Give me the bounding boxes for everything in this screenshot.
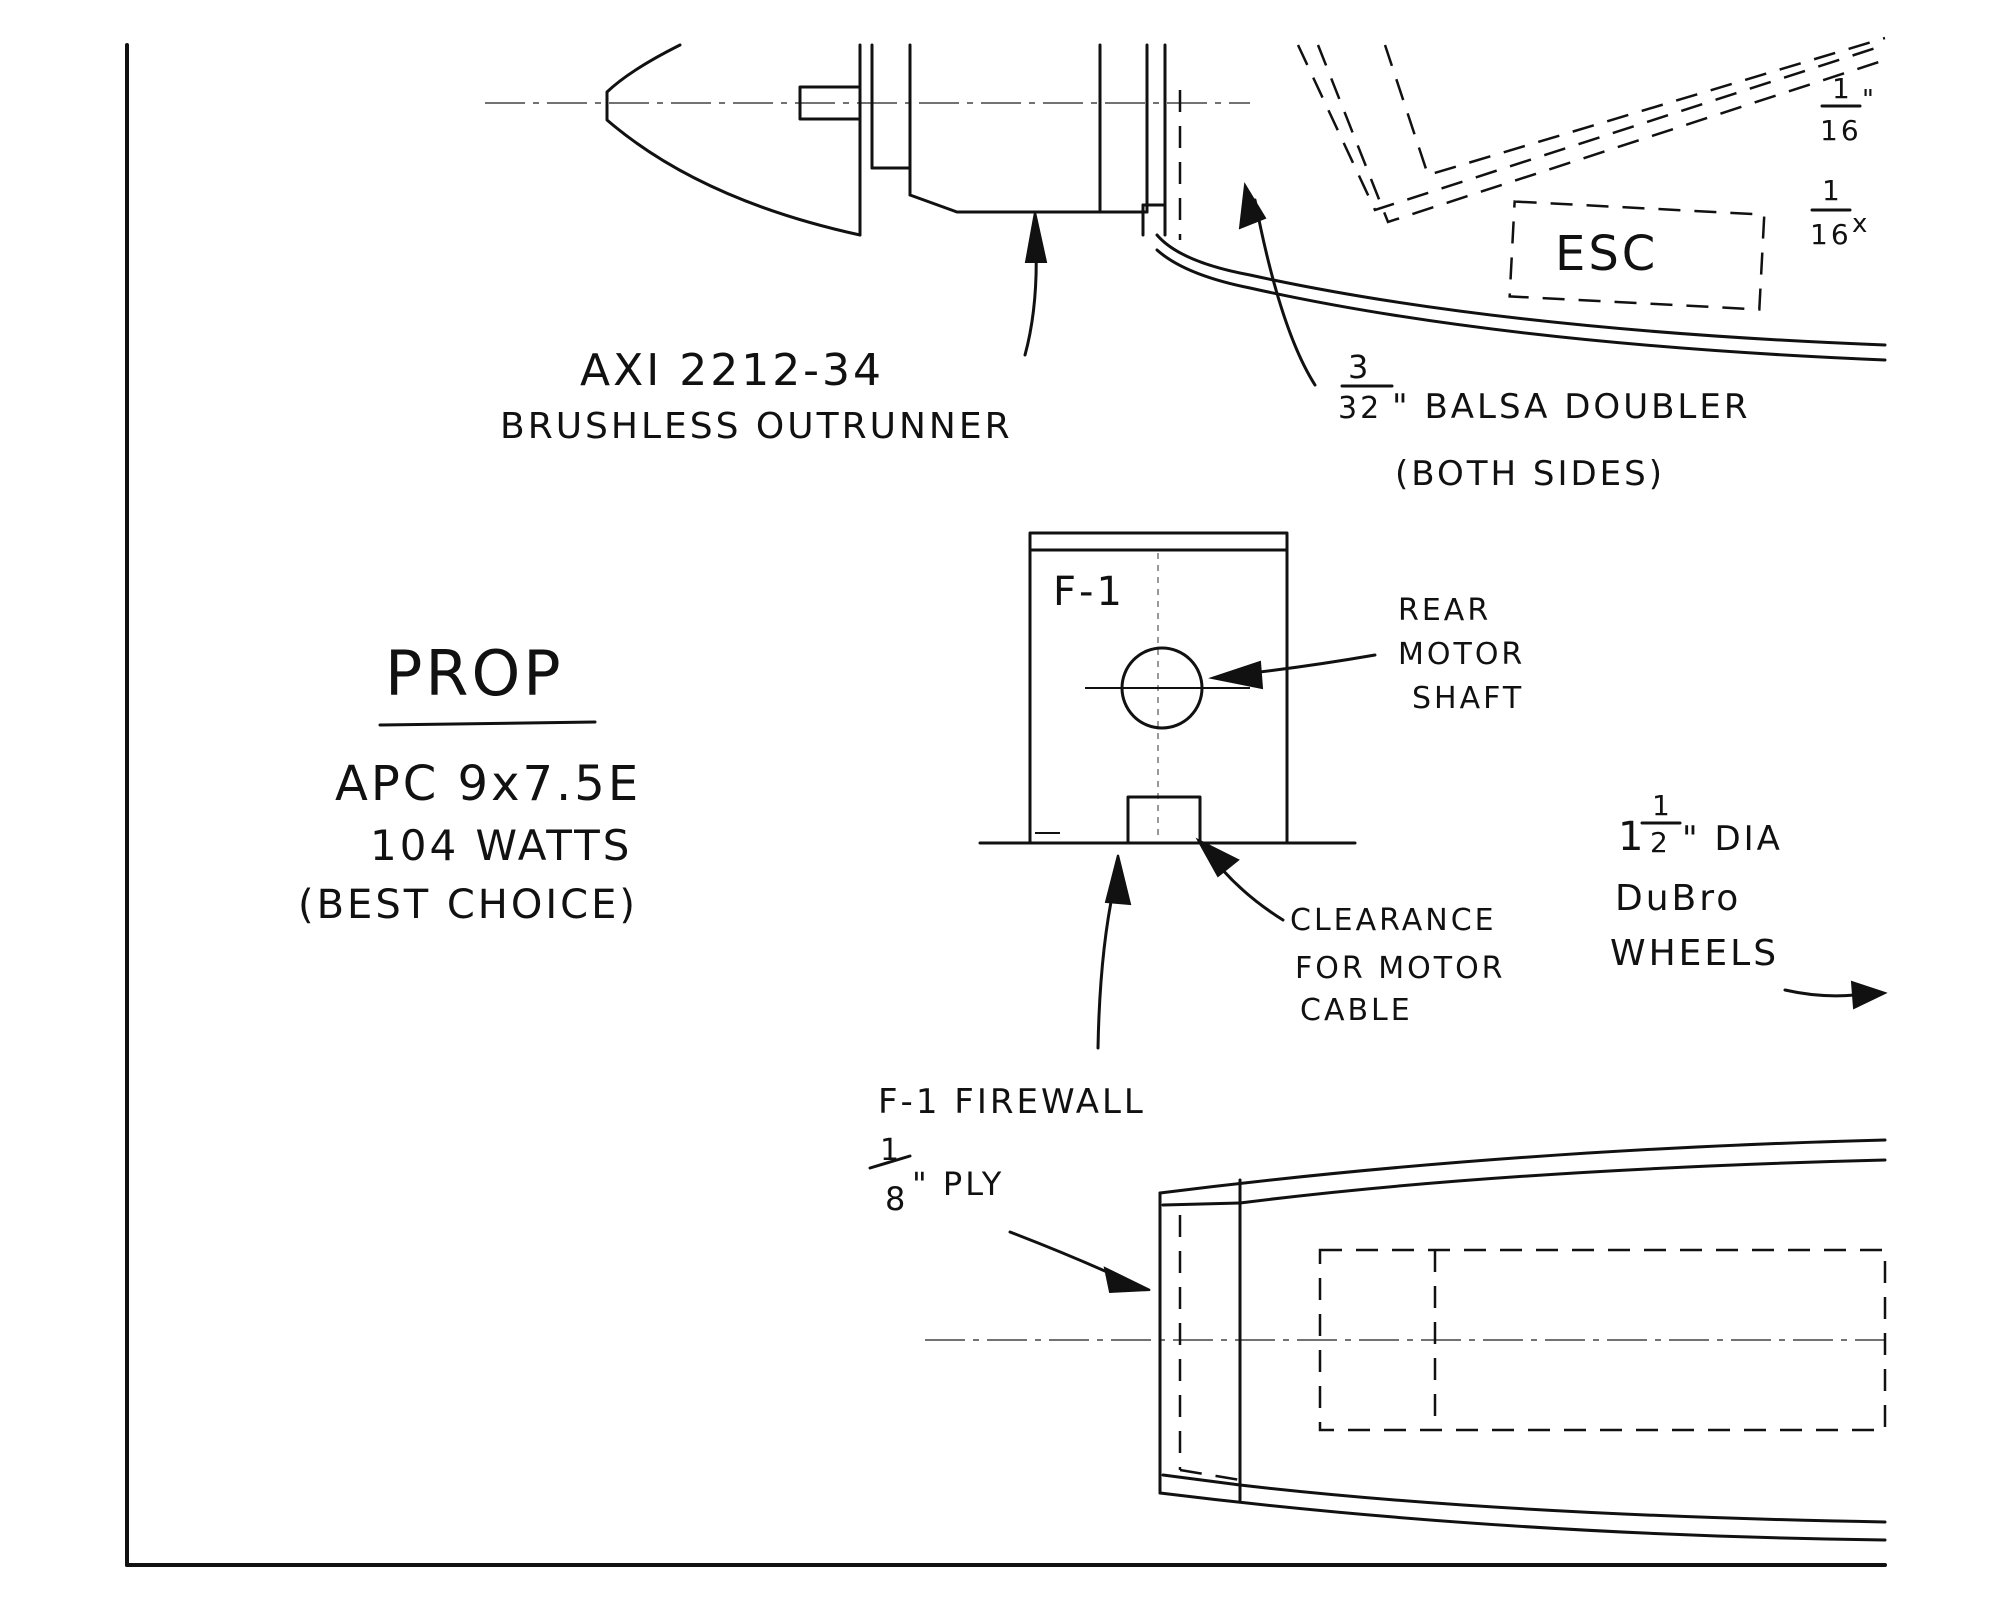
- firewall-tag: F-1: [1053, 569, 1125, 615]
- motor-model-label: AXI 2212-34: [580, 345, 884, 396]
- prop-note: PROP APC 9x7.5E 104 WATTS (BEST CHOICE): [298, 637, 641, 928]
- doubler-fraction-den: 32: [1338, 391, 1382, 426]
- wheels-frac-num: 1: [1652, 789, 1673, 822]
- fuselage-top-outer: [1158, 1138, 1887, 1195]
- shaft-arrowhead: [1208, 660, 1264, 690]
- firewall-note-arrowhead: [1103, 1266, 1151, 1294]
- wheels-brand: DuBro: [1615, 878, 1741, 919]
- prop-shaft: [798, 85, 862, 121]
- edge-frac2-suffix: x: [1852, 209, 1870, 239]
- firewall-frac-den: 8: [885, 1180, 908, 1218]
- fuselage-top-view: [925, 1138, 1887, 1542]
- spinner-outline: [605, 43, 862, 237]
- clearance-line2: FOR MOTOR: [1295, 951, 1506, 986]
- firewall-note: F-1 FIREWALL 1 8 " PLY: [868, 1082, 1151, 1294]
- doubler-arrowhead: [1238, 181, 1267, 230]
- fuselage-bottom-edge-outer: [1158, 1491, 1887, 1542]
- fuselage-bottom-outer: [1155, 233, 1887, 347]
- rear-shaft-line1: REAR: [1398, 593, 1491, 628]
- edge-frac1-num: 1: [1832, 72, 1853, 105]
- rear-shaft-line2: MOTOR: [1398, 637, 1525, 672]
- doubler-note: (BOTH SIDES): [1395, 454, 1665, 494]
- rear-shaft-line3: SHAFT: [1412, 681, 1524, 716]
- edge-fractions: 1 16 " 1 16 x: [1810, 72, 1877, 251]
- wheels-arrowhead: [1850, 980, 1888, 1010]
- wheels-leader-line: [1783, 988, 1857, 998]
- doubler-text: " BALSA DOUBLER: [1392, 387, 1750, 427]
- edge-frac1-den: 16: [1820, 114, 1862, 147]
- wheels-label: WHEELS: [1610, 933, 1779, 974]
- rear-shaft-hole: [1120, 646, 1204, 730]
- doubler-fraction-num: 3: [1348, 348, 1371, 386]
- prop-watts: 104 WATTS: [370, 821, 632, 870]
- wheels-frac-den: 2: [1650, 826, 1671, 859]
- edge-frac2-den: 16: [1810, 218, 1852, 251]
- doubler-callout: 3 32 " BALSA DOUBLER (BOTH SIDES): [1338, 348, 1750, 494]
- cable-clearance-notch: [1126, 795, 1202, 845]
- prop-model: APC 9x7.5E: [335, 756, 641, 812]
- motor-can-bottom: [908, 193, 1149, 214]
- sheet-border: [125, 43, 1887, 1567]
- prop-title: PROP: [385, 637, 564, 710]
- firewall-material: " PLY: [912, 1165, 1004, 1203]
- edge-frac2-num: 1: [1822, 174, 1843, 207]
- esc-outline: [1508, 200, 1766, 311]
- clearance-arrowhead: [1195, 837, 1240, 878]
- prop-choice: (BEST CHOICE): [298, 882, 638, 928]
- clearance-line1: CLEARANCE: [1290, 903, 1497, 938]
- battery-hatch-outline: [1318, 1248, 1887, 1432]
- firewall-arrowhead: [1104, 854, 1132, 906]
- esc-label: ESC: [1555, 226, 1658, 282]
- doubler-leader-line: [1253, 198, 1317, 387]
- prop-title-underline: [378, 720, 597, 727]
- fuselage-bottom-inner: [1155, 248, 1887, 362]
- firewall-note-line1: F-1 FIREWALL: [878, 1082, 1146, 1122]
- motor-side-view: ESC: [485, 36, 1887, 387]
- clearance-line3: CABLE: [1300, 993, 1413, 1028]
- wheels-size: " DIA: [1682, 819, 1783, 859]
- motor-type-label: BRUSHLESS OUTRUNNER: [500, 406, 1013, 447]
- edge-frac1-suffix: ": [1862, 85, 1877, 115]
- motor-arrowhead: [1024, 211, 1048, 263]
- firewall-front-view: F-1: [978, 531, 1377, 1050]
- wheels-note: 1 1 2 " DIA DuBro WHEELS: [1610, 789, 1888, 1010]
- wheels-whole: 1: [1618, 814, 1646, 860]
